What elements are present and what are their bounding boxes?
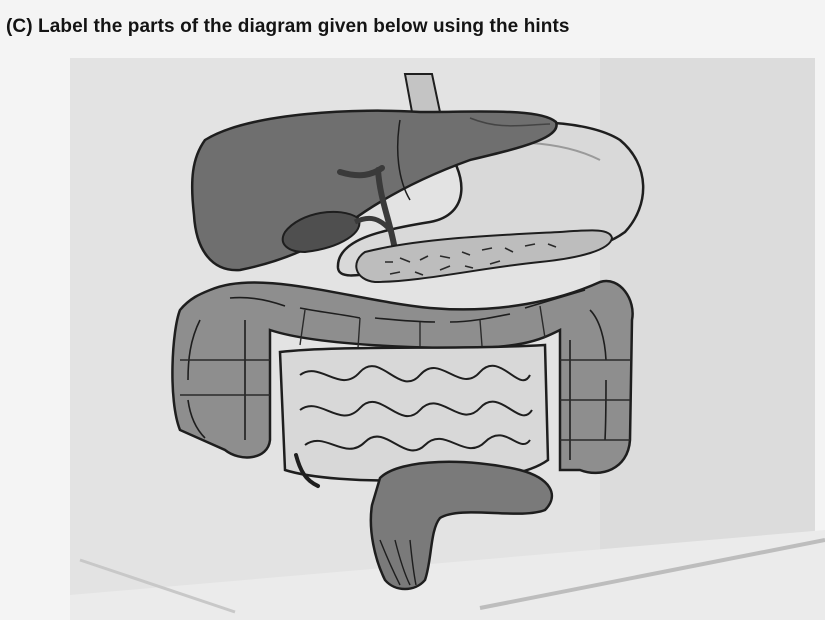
rectum-icon: [294, 453, 554, 591]
small-intestine-icon: [278, 343, 550, 482]
liver-icon: [190, 109, 558, 272]
pancreas-icon: [355, 229, 614, 284]
gallbladder-icon: [281, 165, 398, 254]
question-heading: (C) Label the parts of the diagram given…: [6, 16, 570, 37]
large-intestine-icon: [171, 279, 634, 475]
